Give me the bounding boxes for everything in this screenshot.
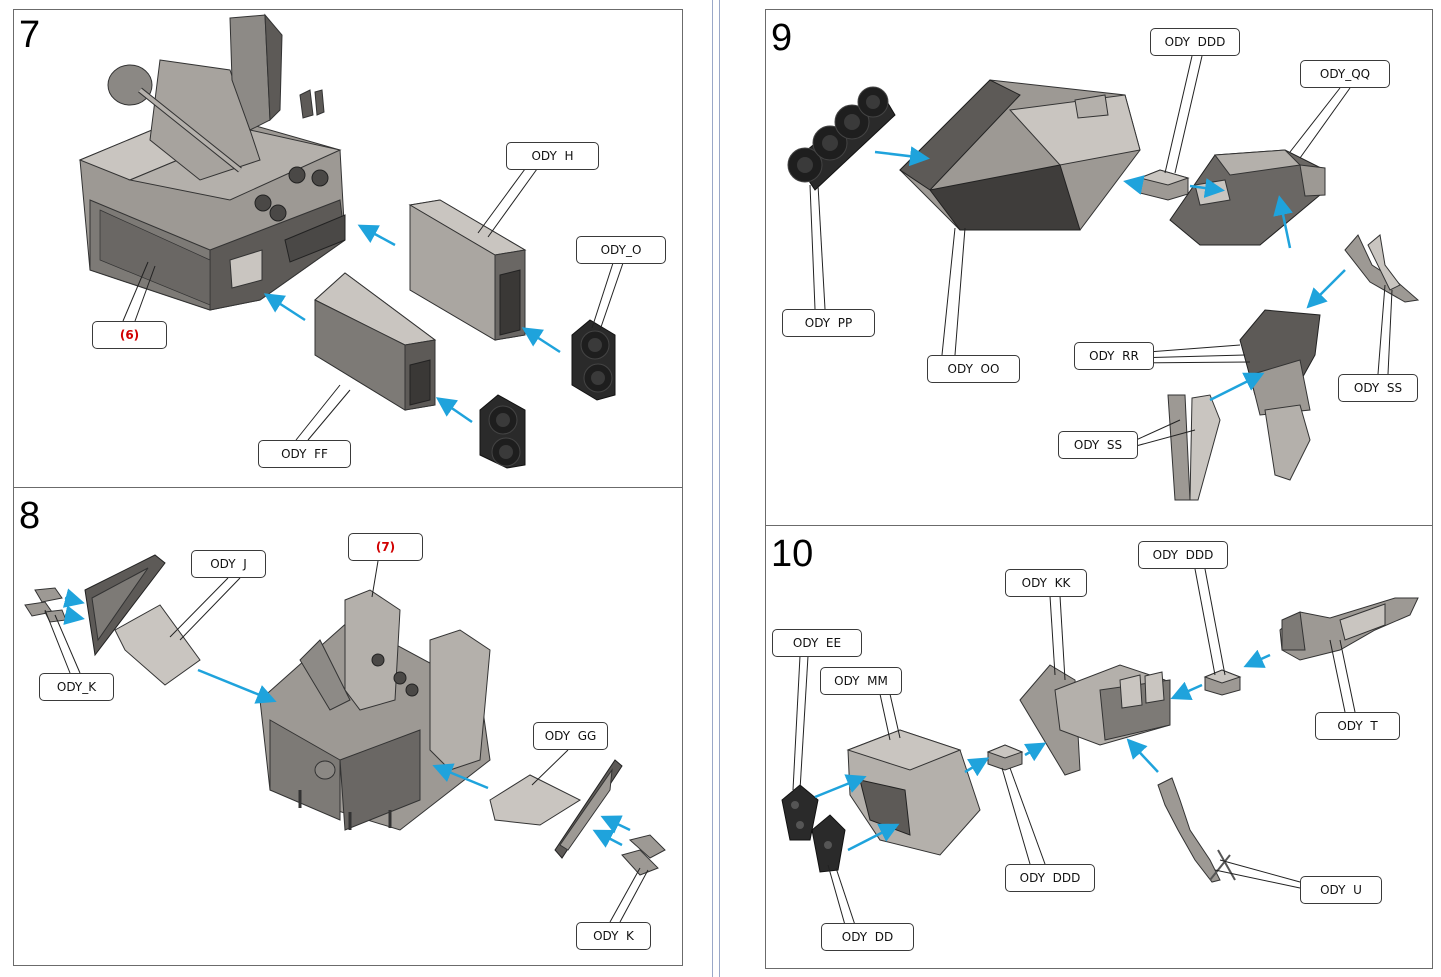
- page-divider-right: [719, 0, 720, 977]
- step-9-part-ody-ss-right: [1344, 234, 1420, 303]
- callout-ody-ff: ODY FF: [258, 440, 351, 468]
- step-8-arrows: [62, 588, 631, 848]
- step-9-part-ody-ss-left: [1167, 394, 1221, 501]
- step-number-8: 8: [19, 495, 41, 537]
- callout-ody-ss-right: ODY SS: [1338, 374, 1418, 402]
- page-divider-left: [712, 0, 713, 977]
- step-8-part-ody-j: [84, 554, 201, 686]
- callout-ody-k-right: ODY K: [576, 922, 651, 950]
- step-10-part-ody-ddd-right: [1203, 669, 1242, 696]
- callout-ody-ss-left: ODY SS: [1058, 431, 1138, 459]
- callout-ody-kk: ODY KK: [1005, 569, 1087, 597]
- step-10-part-ody-ee-dd: [781, 784, 846, 873]
- step-7-part-ody-o: [571, 319, 616, 401]
- step-10-part-ody-mm: [846, 729, 981, 856]
- callout-ody-ddd: ODY DDD: [1150, 28, 1240, 56]
- callout-ody-u: ODY U: [1300, 876, 1382, 904]
- step-7-part-gear-pair: [479, 394, 526, 469]
- callout-ody-ddd-top: ODY DDD: [1138, 541, 1228, 569]
- callout-ody-mm: ODY MM: [820, 667, 902, 695]
- callout-ody-ee: ODY EE: [772, 629, 862, 657]
- step-7-arrows: [263, 224, 561, 424]
- callout-ody-rr: ODY RR: [1074, 342, 1154, 370]
- step-9-arrows: [874, 146, 1346, 402]
- callout-ody-dd: ODY DD: [821, 923, 914, 951]
- callout-ref-7: (7): [348, 533, 423, 561]
- step-7-main-body: [78, 13, 346, 311]
- step-10-leader-lines: [792, 568, 1356, 926]
- step-8-leader-lines: [44, 560, 649, 923]
- step-8-main-body: [259, 589, 491, 831]
- step-8-part-ody-k-left: [24, 587, 67, 623]
- callout-ody-o: ODY_O: [576, 236, 666, 264]
- step-9-part-ody-rr: [1239, 309, 1321, 481]
- step-8-part-ody-gg: [489, 759, 623, 859]
- callout-ody-t: ODY T: [1315, 712, 1400, 740]
- callout-ody-qq: ODY_QQ: [1300, 60, 1390, 88]
- step-10-part-ody-ddd-left: [986, 744, 1024, 771]
- step-10-part-ody-kk: [1019, 664, 1171, 776]
- step-9-leader-lines: [809, 55, 1393, 447]
- callout-ody-oo: ODY OO: [927, 355, 1020, 383]
- step-7-part-ody-ff: [314, 272, 437, 411]
- step-7-part-ody-h: [408, 199, 527, 341]
- step-9-part-ody-ddd: [1138, 169, 1190, 201]
- step-9-part-ody-oo: [899, 79, 1141, 231]
- callout-ody-ddd-bottom: ODY DDD: [1005, 864, 1095, 892]
- step-10-arrows: [814, 649, 1271, 852]
- step-10-part-ody-t: [1279, 597, 1419, 661]
- step-number-9: 9: [771, 17, 793, 59]
- callout-ref-6: (6): [92, 321, 167, 349]
- callout-ody-k-left: ODY_K: [39, 673, 114, 701]
- callout-ody-h: ODY H: [506, 142, 599, 170]
- step-8-part-ody-k-right: [621, 834, 666, 876]
- step-9-part-ody-qq: [1169, 149, 1326, 246]
- step-9-part-ody-pp: [787, 86, 896, 191]
- callout-ody-j: ODY J: [191, 550, 266, 578]
- callout-ody-gg: ODY GG: [533, 722, 608, 750]
- step-7-leader-lines: [122, 168, 624, 441]
- step-number-10: 10: [771, 533, 814, 575]
- step-10-part-ody-u: [1157, 777, 1236, 883]
- callout-ody-pp: ODY PP: [782, 309, 875, 337]
- step-number-7: 7: [19, 14, 41, 56]
